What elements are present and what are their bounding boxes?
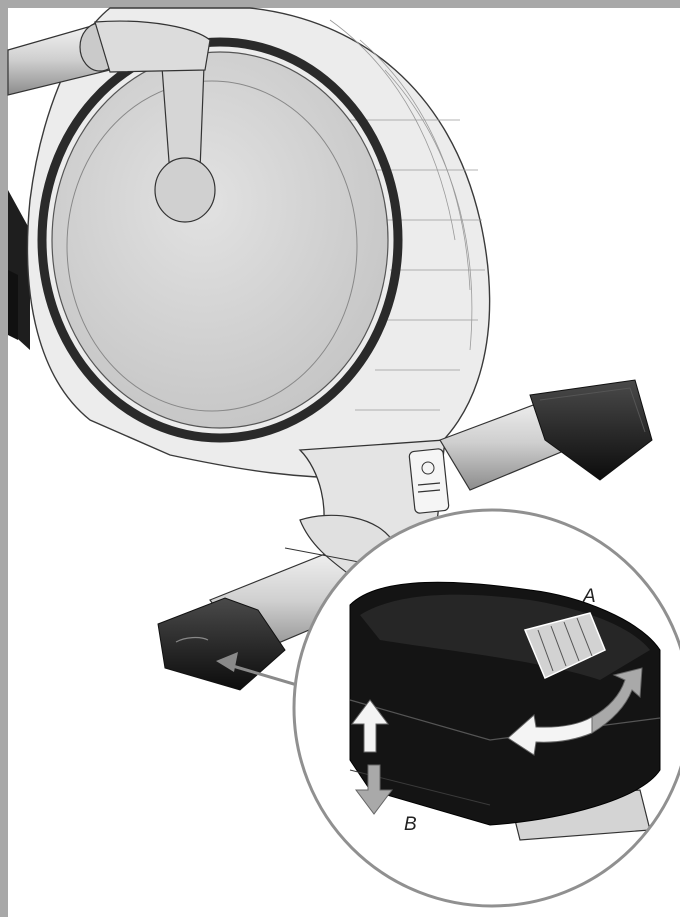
callout-label-a: A (582, 586, 596, 607)
adjustment-knob-icon (523, 612, 606, 680)
up-down-arrow-icon (351, 699, 393, 815)
callout-label-b: B (404, 814, 417, 835)
flywheel-housing (26, 7, 491, 479)
magnified-detail: A B (292, 508, 680, 908)
rear-stabilizer (439, 379, 653, 491)
handle-tube (7, 20, 211, 96)
machine-body-edge (8, 190, 30, 350)
rotate-arrow-icon (507, 667, 643, 756)
